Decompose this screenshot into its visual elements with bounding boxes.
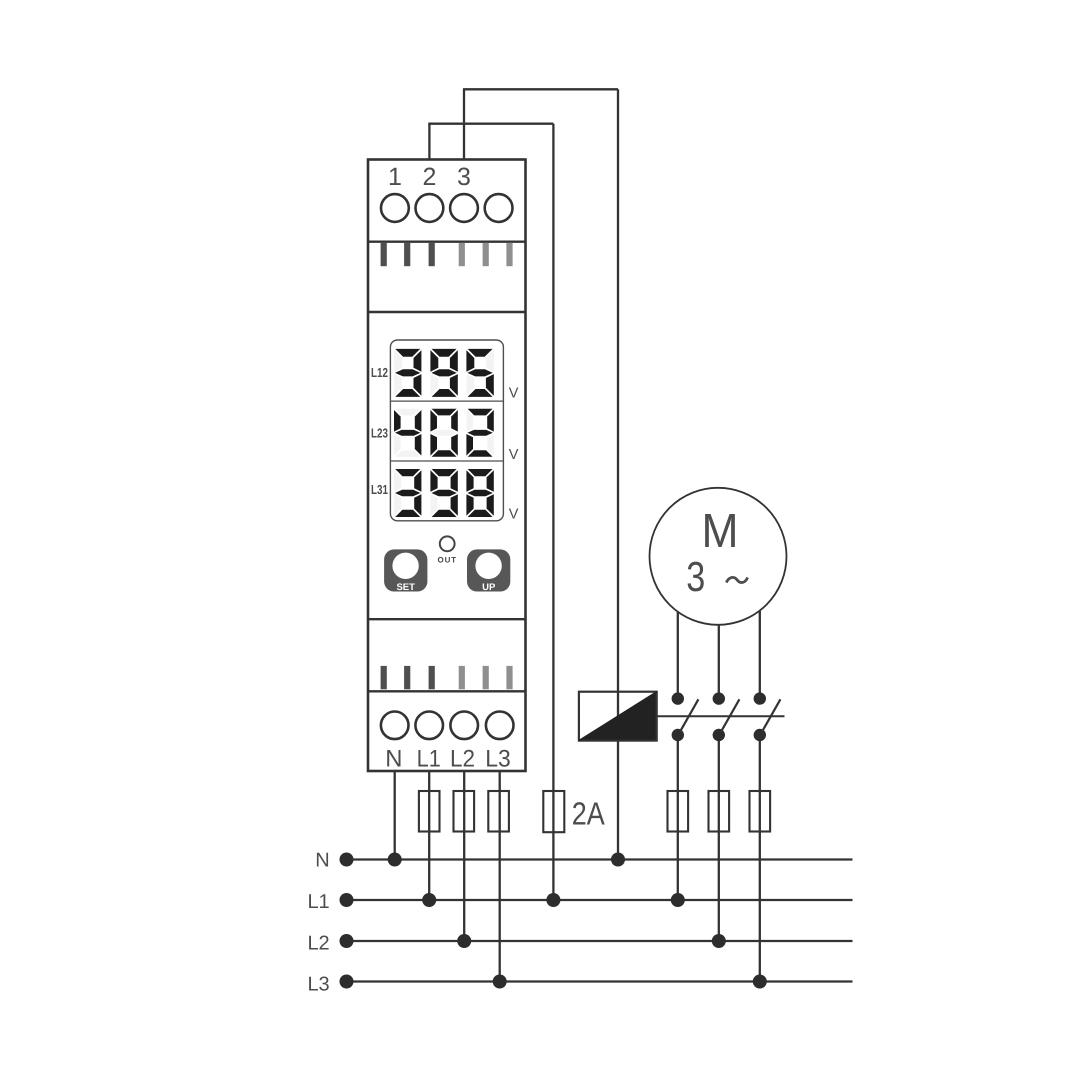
svg-text:L3: L3: [307, 974, 329, 996]
svg-text:L31: L31: [371, 482, 388, 497]
svg-text:L1: L1: [307, 891, 329, 913]
svg-text:3: 3: [686, 553, 705, 600]
svg-text:L23: L23: [371, 426, 388, 441]
svg-text:2: 2: [422, 163, 436, 191]
svg-text:L1: L1: [417, 746, 441, 773]
svg-text:SET: SET: [396, 582, 415, 593]
svg-text:L2: L2: [450, 746, 475, 773]
svg-text:V: V: [509, 506, 519, 522]
svg-text:V: V: [509, 386, 519, 402]
svg-text:V: V: [509, 447, 519, 463]
svg-text:M: M: [702, 505, 739, 558]
svg-text:1: 1: [388, 163, 402, 191]
svg-text:UP: UP: [482, 582, 496, 593]
svg-text:L3: L3: [485, 746, 511, 773]
svg-text:3: 3: [457, 163, 471, 191]
svg-text:L2: L2: [307, 932, 329, 954]
svg-text:N: N: [315, 850, 329, 872]
svg-text:N: N: [385, 746, 402, 773]
svg-text:2A: 2A: [572, 795, 606, 831]
svg-text:OUT: OUT: [438, 556, 457, 565]
svg-text:L12: L12: [371, 365, 388, 380]
